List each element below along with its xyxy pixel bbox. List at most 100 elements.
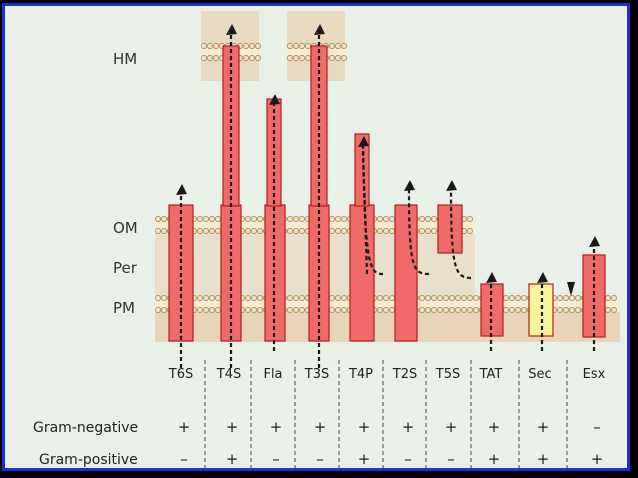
plasma-membrane-head xyxy=(161,307,167,313)
membrane-label-per: Per xyxy=(113,259,138,277)
outer-membrane-head xyxy=(431,216,437,222)
outer-membrane-head xyxy=(251,216,257,222)
plasma-membrane-head xyxy=(455,295,461,301)
outer-membrane-head xyxy=(197,228,203,234)
system-label-t2s: T2S xyxy=(392,367,417,382)
host-membrane-2-head xyxy=(341,43,347,49)
secretion-systems-diagram: HM OM Per PM Gram-negative Gram-positive… xyxy=(33,11,620,468)
plasma-membrane-head xyxy=(329,295,335,301)
plasma-membrane-head xyxy=(209,307,215,313)
gram-positive-mark-tat: + xyxy=(488,450,501,468)
plasma-membrane-head xyxy=(215,307,221,313)
system-label-t4p: T4P xyxy=(348,367,373,382)
host-membrane-2-head xyxy=(341,55,347,61)
plasma-membrane-head xyxy=(449,307,455,313)
plasma-membrane-head xyxy=(419,307,425,313)
outer-membrane-head xyxy=(425,216,431,222)
host-membrane-1-head xyxy=(207,55,213,61)
gram-positive-mark-t6s: – xyxy=(180,450,188,468)
gram-positive-mark-t4p: + xyxy=(358,450,371,468)
plasma-membrane-head xyxy=(575,295,581,301)
plasma-membrane-head xyxy=(209,295,215,301)
host-membrane-2-head xyxy=(305,55,311,61)
plasma-membrane-head xyxy=(257,295,263,301)
secretion-arrowhead-t3s xyxy=(314,24,325,35)
membrane-label-om: OM xyxy=(113,219,138,237)
outer-membrane-head xyxy=(293,228,299,234)
secretion-arrowhead-fla xyxy=(269,94,280,105)
plasma-membrane-head xyxy=(611,307,617,313)
outer-membrane-head xyxy=(257,216,263,222)
outer-membrane-head xyxy=(287,216,293,222)
plasma-membrane-head xyxy=(557,295,563,301)
host-membrane-2-head xyxy=(305,43,311,49)
outer-membrane-head xyxy=(155,216,161,222)
plasma-membrane-head xyxy=(503,295,509,301)
plasma-membrane-head xyxy=(335,295,341,301)
plasma-membrane-head xyxy=(449,295,455,301)
plasma-membrane-head xyxy=(455,307,461,313)
host-membrane-2-head xyxy=(293,55,299,61)
outer-membrane-head xyxy=(299,216,305,222)
plasma-membrane-head xyxy=(503,307,509,313)
plasma-membrane-head xyxy=(515,295,521,301)
plasma-membrane-head xyxy=(431,307,437,313)
gram-negative-mark-t2s: + xyxy=(402,418,415,436)
system-label-t3s: T3S xyxy=(304,367,329,382)
host-membrane-2-head xyxy=(299,43,305,49)
diagram-frame: HM OM Per PM Gram-negative Gram-positive… xyxy=(2,3,630,471)
plasma-membrane-head xyxy=(245,307,251,313)
outer-membrane-head xyxy=(215,228,221,234)
outer-membrane-head xyxy=(329,216,335,222)
gram-positive-mark-t3s: – xyxy=(316,450,324,468)
row-label-gram-positive: Gram-positive xyxy=(39,452,138,468)
plasma-membrane-head xyxy=(341,307,347,313)
plasma-membrane-head xyxy=(575,307,581,313)
host-membrane-1-head xyxy=(201,43,207,49)
gram-negative-mark-t3s: + xyxy=(314,418,327,436)
gram-negative-mark-fla: + xyxy=(270,418,283,436)
gram-positive-mark-t4s: + xyxy=(226,450,239,468)
system-label-fla: Fla xyxy=(263,367,282,382)
outer-membrane-head xyxy=(335,228,341,234)
plasma-membrane-head xyxy=(215,295,221,301)
system-label-t6s: T6S xyxy=(168,367,193,382)
outer-membrane-head xyxy=(215,216,221,222)
host-membrane-1-head xyxy=(255,55,261,61)
system-label-sec: Sec xyxy=(528,367,551,382)
outer-membrane-head xyxy=(287,228,293,234)
outer-membrane-head xyxy=(341,216,347,222)
system-label-esx: Esx xyxy=(583,367,606,382)
outer-membrane-head xyxy=(383,228,389,234)
secretion-path-t2s xyxy=(407,189,430,276)
plasma-membrane-head xyxy=(443,307,449,313)
pilus-t4p xyxy=(354,133,370,207)
plasma-membrane-head xyxy=(197,295,203,301)
outer-membrane-head xyxy=(155,228,161,234)
secretion-arrows xyxy=(176,24,600,368)
secretion-arrowhead-t5s xyxy=(446,180,457,191)
plasma-membrane-head xyxy=(509,307,515,313)
gram-negative-mark-t4p: + xyxy=(358,418,371,436)
plasma-membrane-head xyxy=(155,307,161,313)
plasma-membrane-head xyxy=(197,307,203,313)
plasma-membrane-head xyxy=(467,295,473,301)
outer-membrane-head xyxy=(293,216,299,222)
plasma-membrane-head xyxy=(437,295,443,301)
plasma-membrane-head xyxy=(155,295,161,301)
host-membrane-1-head xyxy=(255,43,261,49)
channel-t4p xyxy=(349,204,375,342)
gram-positive-mark-t5s: – xyxy=(447,450,455,468)
secretion-arrowhead-t6s xyxy=(176,184,187,195)
secretion-arrowhead-sec xyxy=(537,272,548,283)
gram-negative-mark-tat: + xyxy=(488,418,501,436)
outer-membrane-head xyxy=(251,228,257,234)
outer-membrane-head xyxy=(425,228,431,234)
plasma-membrane-head xyxy=(293,307,299,313)
gram-negative-mark-t6s: + xyxy=(178,418,191,436)
plasma-membrane-head xyxy=(383,307,389,313)
outer-membrane-head xyxy=(299,228,305,234)
outer-membrane-head xyxy=(389,228,395,234)
secretion-arrowhead-tat xyxy=(486,272,497,283)
host-membrane-1-head xyxy=(207,43,213,49)
